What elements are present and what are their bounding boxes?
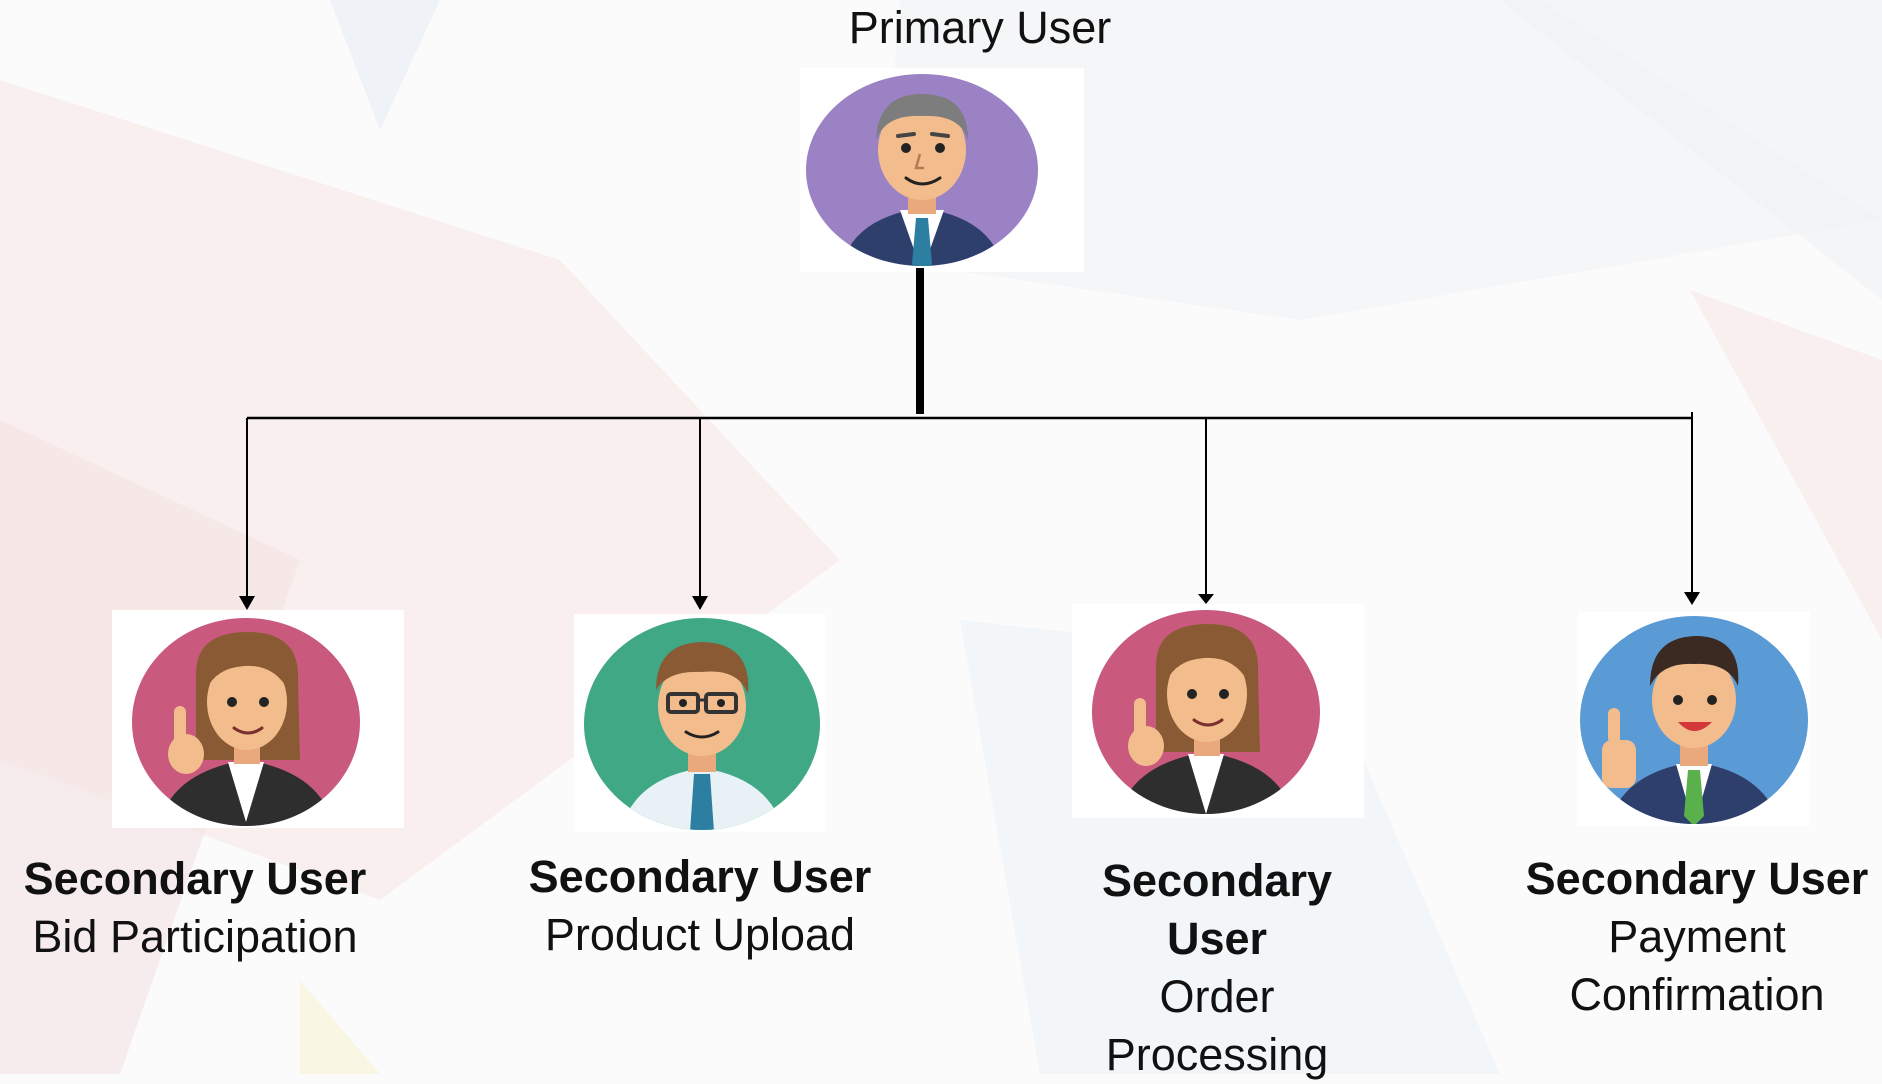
secondary-user-role: Order Processing [1105, 971, 1329, 1080]
arrow-head-4 [1684, 592, 1700, 605]
arrow-head-1 [239, 596, 255, 610]
secondary-user-label-1: Secondary User Bid Participation [0, 850, 390, 966]
business-man-avatar-icon [806, 74, 1038, 266]
secondary-user-title: Secondary User [1101, 855, 1333, 964]
arrow-head-3 [1198, 594, 1214, 604]
woman-pointing-avatar-icon [132, 618, 360, 826]
secondary-user-label-4: Secondary User Payment Confirmation [1512, 850, 1882, 1024]
secondary-user-label-2: Secondary User Product Upload [505, 848, 895, 964]
secondary-user-title: Secondary User [1525, 853, 1869, 904]
secondary-user-role: Payment Confirmation [1569, 911, 1825, 1020]
man-thumbs-up-avatar-icon [1580, 616, 1808, 824]
secondary-user-role: Bid Participation [32, 911, 358, 962]
secondary-user-label-3: Secondary User Order Processing [1042, 852, 1392, 1084]
man-glasses-avatar-icon [584, 618, 820, 830]
primary-user-label: Primary User [848, 2, 1112, 53]
secondary-user-role: Product Upload [544, 909, 856, 960]
secondary-user-title: Secondary User [528, 851, 872, 902]
secondary-user-title: Secondary User [23, 853, 367, 904]
primary-user-avatar [800, 68, 1084, 272]
secondary-user-avatar-3 [1072, 604, 1364, 818]
secondary-user-avatar-2 [574, 614, 826, 832]
secondary-user-avatar-4 [1578, 612, 1810, 826]
arrow-head-2 [692, 596, 708, 610]
woman-pointing-avatar-icon [1092, 610, 1320, 814]
secondary-user-avatar-1 [112, 610, 404, 828]
